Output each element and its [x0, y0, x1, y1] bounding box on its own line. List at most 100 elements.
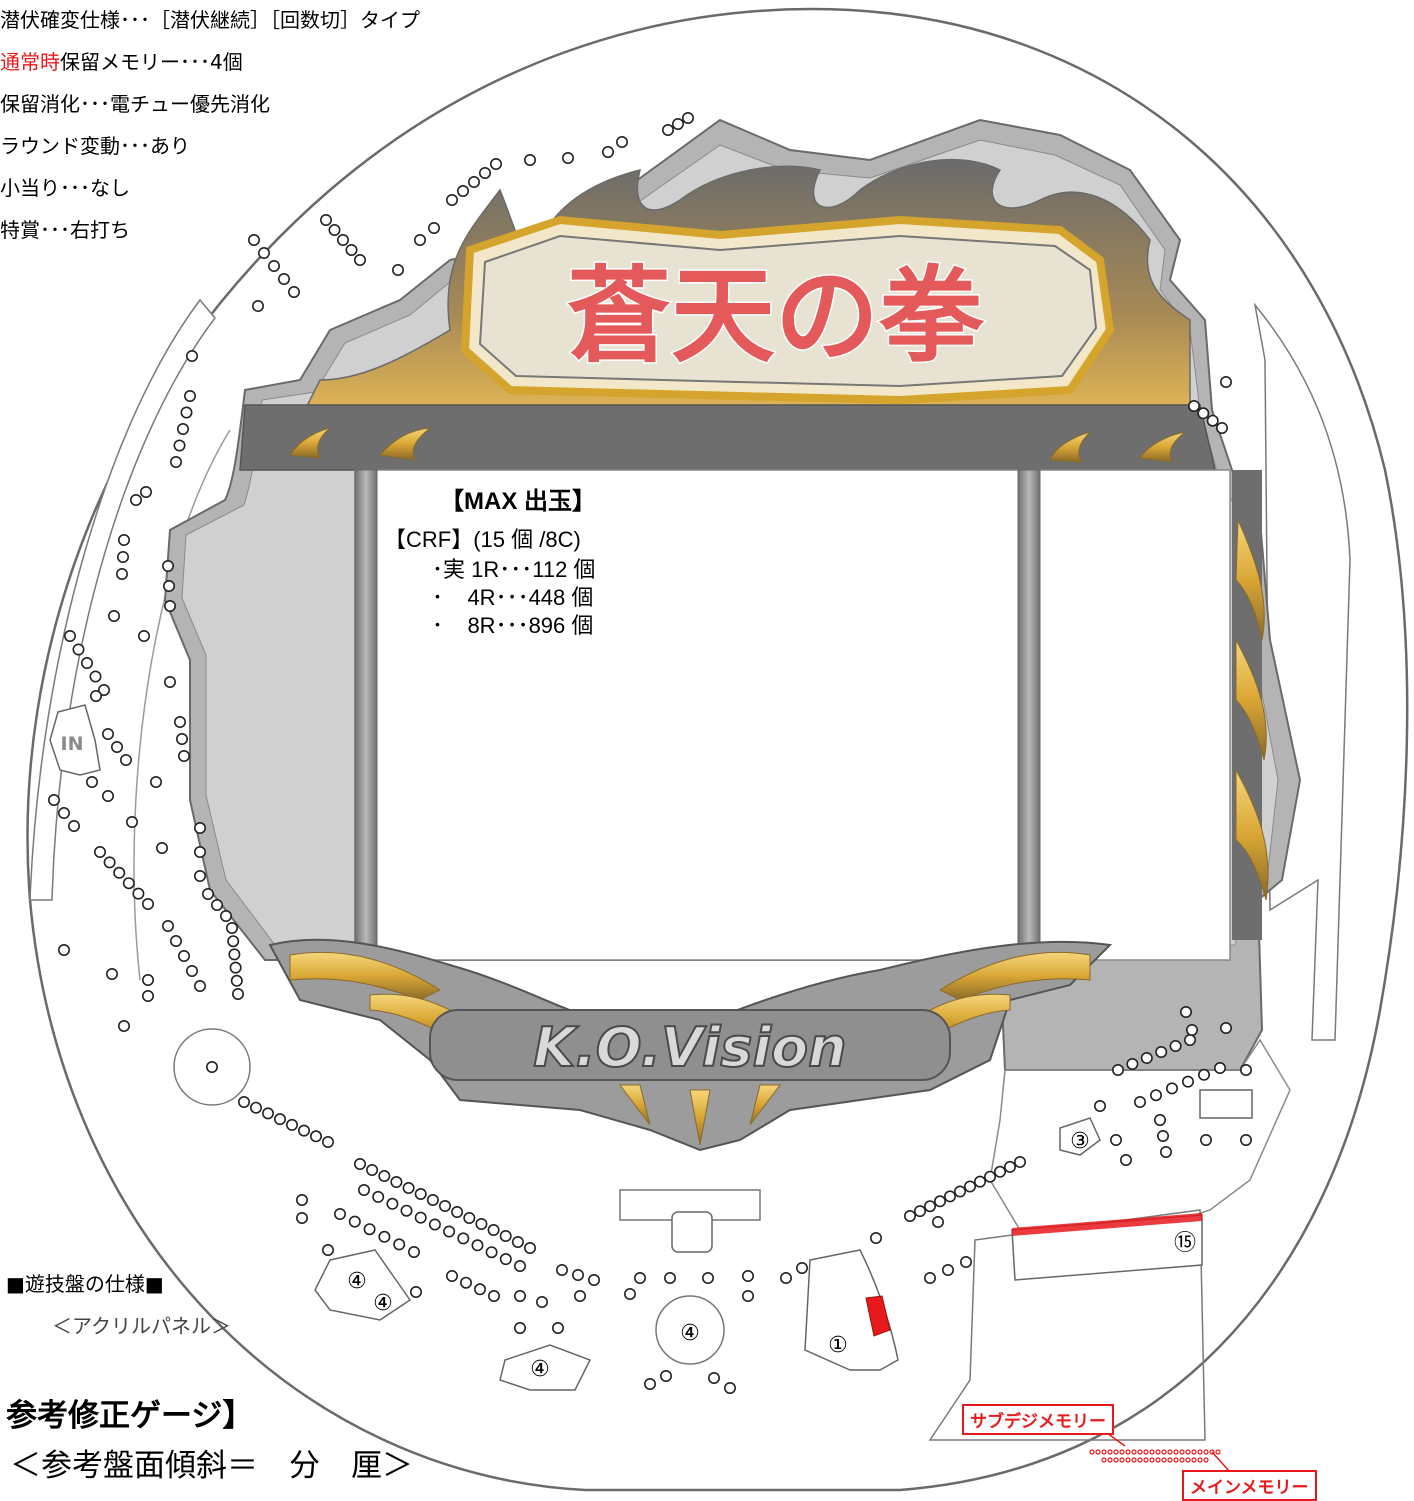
nail-pin — [102, 727, 115, 740]
memory-dot — [1167, 1449, 1173, 1455]
nail-pin — [353, 254, 366, 267]
nail-pin — [261, 1107, 274, 1120]
memory-dot — [1113, 1457, 1119, 1463]
nail-pin — [487, 1290, 500, 1303]
nail-pin — [741, 1270, 754, 1283]
nail-pin — [1198, 1068, 1211, 1081]
payout-row-3: ･ 8R･･･896 個 — [432, 613, 594, 638]
nail-pin — [438, 1200, 451, 1213]
vision-logo-plate — [429, 1009, 951, 1081]
nail-pin — [941, 1264, 954, 1277]
nail-pin — [102, 789, 115, 802]
tilt-label: ＜参考盤面傾斜＝ 分 厘＞ — [10, 1448, 413, 1484]
nail-pin — [1214, 1062, 1227, 1075]
nail-pin — [523, 154, 536, 167]
nail-pin — [1155, 1046, 1168, 1059]
nail-pin — [390, 1176, 403, 1189]
memory-dot — [1173, 1457, 1179, 1463]
nail-pin — [68, 819, 81, 832]
nail-pin — [116, 567, 129, 580]
nail-pin — [571, 1269, 584, 1282]
sub-memory-label: サブデジメモリー — [962, 1404, 1114, 1435]
nail-pin — [933, 1195, 946, 1208]
memory-dot — [1113, 1449, 1119, 1455]
nail-pin — [353, 1158, 366, 1171]
nail-pin — [445, 194, 458, 207]
electric-chuker-red — [865, 1295, 891, 1337]
nail-pin — [162, 919, 175, 932]
memory-dot — [1155, 1449, 1161, 1455]
nail-pin — [295, 1212, 308, 1225]
nail-pin — [117, 550, 130, 563]
nail-pin — [267, 259, 280, 272]
nail-pin — [178, 949, 191, 962]
in-pocket — [49, 704, 101, 776]
vision-logo: K.O.Vision — [533, 1016, 846, 1079]
nail-pin — [499, 1230, 512, 1243]
nail-pin — [671, 118, 684, 131]
nail-pin — [162, 559, 175, 572]
nail-pin — [963, 1180, 976, 1193]
nail-pin — [443, 1225, 456, 1238]
nail-pin — [426, 1194, 439, 1207]
title-banner-inner — [478, 234, 1098, 388]
nail-pin — [130, 493, 143, 506]
nail-pin — [741, 1290, 754, 1303]
nail-pin — [176, 732, 189, 745]
memory-dot — [1131, 1457, 1137, 1463]
nail-pin — [184, 389, 197, 402]
spec-line-1: 潜伏確変仕様･･･［潜伏継続］［回数切］タイプ — [0, 8, 420, 32]
nail-pin — [869, 1232, 882, 1245]
nail-pin — [113, 866, 126, 879]
nail-pin — [1150, 1089, 1163, 1102]
nail-pin — [103, 856, 116, 869]
nail-pin — [795, 1262, 808, 1275]
nail-pin — [174, 715, 187, 728]
nail-pin — [451, 1206, 464, 1219]
nail-pin — [98, 683, 111, 696]
memory-dot — [1173, 1449, 1179, 1455]
left-lane — [133, 429, 231, 981]
nail-pin — [659, 1370, 672, 1383]
nail-pins — [47, 112, 1253, 1395]
nail-pin — [428, 1218, 441, 1231]
pocket-mark-15: ⑮ — [1174, 1231, 1196, 1256]
nail-pin — [1200, 1134, 1213, 1147]
nail-pin — [1134, 1096, 1147, 1109]
nail-pin — [57, 806, 70, 819]
nail-pin — [295, 1194, 308, 1207]
nail-pin — [923, 1200, 936, 1213]
memory-dot — [1197, 1449, 1203, 1455]
nail-pin — [150, 775, 163, 788]
nail-pin — [1110, 1134, 1123, 1147]
nail-pin — [163, 579, 176, 592]
nail-pin — [138, 629, 151, 642]
memory-dot — [1161, 1449, 1167, 1455]
nail-pin — [413, 234, 426, 247]
memory-dot — [1191, 1449, 1197, 1455]
nail-pin — [378, 1230, 391, 1243]
board-spec-label: ■遊技盤の仕様■ — [6, 1272, 164, 1296]
nail-pin — [523, 1242, 536, 1255]
nail-pin — [459, 1276, 472, 1289]
spec-accent: 通常時 — [0, 50, 60, 74]
nail-pin — [1013, 1156, 1026, 1169]
nail-pin — [228, 948, 241, 961]
memory-dot — [1161, 1457, 1167, 1463]
memory-dot — [1155, 1457, 1161, 1463]
memory-dot — [1131, 1449, 1137, 1455]
nail-pin — [118, 533, 131, 546]
nail-pin — [186, 349, 199, 362]
nail-pin — [285, 1118, 298, 1131]
nail-pin — [1220, 1021, 1233, 1034]
nail-pin — [180, 406, 193, 419]
nail-pin — [309, 1130, 322, 1143]
memory-dot — [1179, 1457, 1185, 1463]
board-outline — [26, 7, 1409, 1492]
memory-dot — [1149, 1457, 1155, 1463]
memory-dots — [1089, 1449, 1221, 1463]
nail-pin — [551, 1322, 564, 1335]
memory-dot — [1215, 1449, 1221, 1455]
attacker-frame — [928, 1209, 1206, 1441]
